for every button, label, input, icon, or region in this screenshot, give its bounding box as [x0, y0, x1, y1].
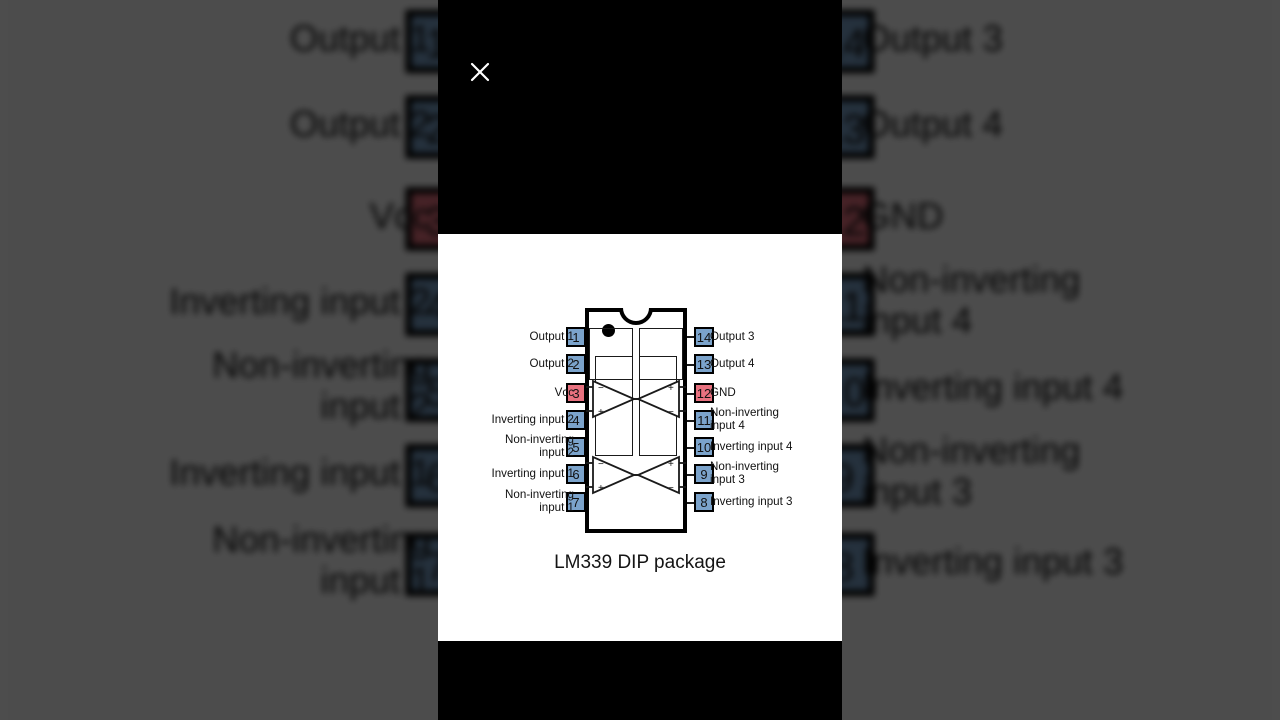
svg-text:+: +: [668, 383, 674, 394]
lm339-pinout-figure: − + − +: [438, 234, 842, 641]
pin-stub-14: [683, 336, 699, 338]
pin-label-6: Inverting input 1: [169, 453, 431, 495]
pin-label-4: Inverting input 2: [169, 282, 431, 324]
pin-8[interactable]: 8: [694, 492, 714, 512]
pin-label-6: Inverting input 1: [491, 467, 575, 480]
pin-label-12: GND: [710, 386, 736, 399]
media-column: − + − +: [438, 0, 842, 720]
chip-body: [585, 308, 687, 533]
pin-4[interactable]: 4: [566, 410, 586, 430]
pin-label-11: Non-inverting input 4: [861, 260, 1081, 343]
pin-7[interactable]: 7: [566, 492, 586, 512]
pin-2[interactable]: 2: [566, 354, 586, 374]
pin-stub-13: [683, 364, 699, 366]
pin-label-5: Non-inverting input 2: [212, 345, 431, 429]
pin-label-1: Output 1: [529, 330, 574, 343]
trace-left-outer: [589, 328, 633, 380]
pin-label-10: Inverting input 4: [861, 367, 1124, 410]
pin-stub-10: [683, 447, 699, 449]
comparator-2: − +: [586, 379, 640, 419]
svg-text:−: −: [598, 459, 604, 470]
pin-label-10: Inverting input 4: [710, 440, 793, 453]
close-button[interactable]: [464, 56, 496, 88]
pin-label-2: Output 2: [289, 104, 431, 147]
pin-label-3: Vcc: [554, 386, 574, 399]
pin-label-14: Output 3: [710, 330, 755, 343]
pin-label-14: Output 3: [861, 19, 1003, 61]
pin1-dot-icon: [602, 324, 615, 337]
pin-12[interactable]: 12: [694, 383, 714, 403]
pin-label-7: Non-inverting input 1: [212, 520, 431, 603]
pin-label-3: Vcc: [369, 196, 431, 238]
pin-label-13: Output 4: [861, 104, 1003, 147]
pin-stub-9: [683, 474, 699, 476]
figure-caption: LM339 DIP package: [554, 552, 726, 573]
chip-notch-icon: [619, 308, 653, 325]
svg-text:−: −: [668, 407, 674, 418]
pin-label-5: Non-inverting input 2: [505, 433, 574, 459]
svg-text:+: +: [668, 459, 674, 470]
pin-6[interactable]: 6: [566, 464, 586, 484]
pin-label-4: Inverting input 2: [491, 413, 575, 426]
pin-1[interactable]: 1: [566, 327, 586, 347]
close-icon: [470, 62, 490, 82]
pin-3[interactable]: 3: [566, 383, 586, 403]
pin-14[interactable]: 14: [694, 327, 714, 347]
pin-stub-11: [683, 420, 699, 422]
pin-label-7: Non-inverting input 1: [505, 488, 574, 514]
pin-label-13: Output 4: [710, 357, 755, 370]
pin-label-8: Inverting input 3: [710, 495, 793, 508]
pin-10[interactable]: 10: [694, 437, 714, 457]
pin-label-1: Output 1: [289, 19, 431, 61]
svg-text:−: −: [668, 483, 674, 494]
svg-text:+: +: [598, 483, 604, 494]
pin-label-9: Non-inverting input 3: [861, 431, 1081, 514]
svg-text:+: +: [598, 407, 604, 418]
pin-9[interactable]: 9: [694, 464, 714, 484]
pin-label-2: Output 2: [529, 357, 574, 370]
comparator-1: − +: [586, 455, 640, 495]
pin-label-8: Inverting input 3: [861, 542, 1124, 584]
pin-stub-8: [683, 502, 699, 504]
pin-label-12: GND: [861, 196, 944, 238]
pin-13[interactable]: 13: [694, 354, 714, 374]
comparator-4: + −: [632, 379, 686, 419]
comparator-3: + −: [632, 455, 686, 495]
pin-11[interactable]: 11: [694, 410, 714, 430]
pin-5[interactable]: 5: [566, 437, 586, 457]
pin-label-9: Non-inverting input 3: [710, 460, 779, 486]
image-panel[interactable]: − + − +: [438, 234, 842, 641]
pin-stub-12: [683, 393, 699, 395]
trace-right-outer: [639, 328, 683, 380]
svg-text:−: −: [598, 383, 604, 394]
pin-label-11: Non-inverting input 4: [710, 406, 779, 432]
